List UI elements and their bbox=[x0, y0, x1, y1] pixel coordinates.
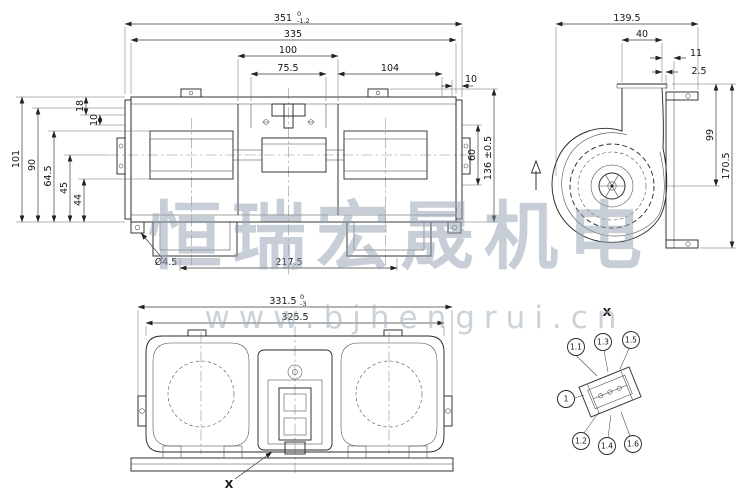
bottom-view-dimension-labels: 331.5 0 -3 325.5 X bbox=[225, 293, 309, 491]
part-balloon-1: 1 bbox=[557, 390, 575, 408]
dim-10-right-label: 10 bbox=[465, 74, 477, 85]
dim-11-label: 11 bbox=[690, 48, 702, 59]
airflow-direction-arrow-icon bbox=[530, 159, 542, 190]
balloon-leader-lines bbox=[574, 348, 631, 438]
bottom-view: 331.5 0 -3 325.5 X bbox=[130, 293, 454, 491]
side-view-scroll-housing bbox=[551, 83, 668, 243]
pin-balloon-1-3-label: 1.3 bbox=[597, 338, 609, 347]
front-view-dimension-lines bbox=[19, 21, 497, 271]
dim-44-label: 44 bbox=[73, 194, 84, 206]
dim-18-label: 18 bbox=[75, 100, 86, 112]
front-view-dimension-labels: 351 0 -1.2 335 100 75.5 104 10 18 10 101… bbox=[11, 10, 494, 268]
bottom-view-dimension-lines bbox=[137, 304, 453, 480]
detail-view-title: X bbox=[603, 306, 612, 319]
dim-2_5-label: 2.5 bbox=[691, 66, 706, 77]
side-view-dimension-labels: 139.5 40 11 2.5 99 170.5 bbox=[613, 13, 732, 180]
dim-99-label: 99 bbox=[705, 129, 716, 141]
dim-101-label: 101 bbox=[11, 150, 22, 168]
dim-170_5-label: 170.5 bbox=[721, 152, 732, 179]
dim-10-left-label: 10 bbox=[89, 114, 100, 126]
dim-351-label: 351 bbox=[274, 13, 292, 24]
dim-351-tol-up: 0 bbox=[297, 10, 301, 18]
watermark: 恒瑞宏晟机电 www.bjhengrui.cn bbox=[148, 194, 652, 336]
dim-90-label: 90 bbox=[27, 159, 38, 171]
front-view-housing-outline bbox=[116, 88, 471, 223]
bottom-view-extension-lines bbox=[137, 310, 453, 396]
dim-139_5-label: 139.5 bbox=[613, 13, 640, 24]
pin-balloon-1-3: 1.3 bbox=[594, 333, 612, 351]
detail-view-x: X 1.1 1.3 1 bbox=[557, 306, 642, 455]
pin-balloon-1-4: 1.4 bbox=[598, 437, 616, 455]
pin-balloon-1-2-label: 1.2 bbox=[575, 437, 587, 446]
side-view-dimension-lines bbox=[555, 21, 735, 249]
dim-217_5-label: 217.5 bbox=[275, 257, 302, 268]
dim-hole-diameter-label: Ø4.5 bbox=[155, 257, 178, 268]
pin-balloon-1-6-label: 1.6 bbox=[627, 440, 639, 449]
dim-60-label: 60 bbox=[467, 149, 478, 161]
connector-detail bbox=[578, 366, 642, 418]
dim-136-label: 136 ±0.5 bbox=[483, 136, 494, 180]
dim-331_5-tol-dn: -3 bbox=[300, 300, 306, 308]
pin-balloon-1-2: 1.2 bbox=[572, 432, 590, 450]
pin-balloon-1-6: 1.6 bbox=[624, 435, 642, 453]
bottom-view-motor-and-connector bbox=[257, 349, 333, 455]
dim-75_5-label: 75.5 bbox=[277, 63, 298, 74]
dim-331_5-label: 331.5 bbox=[269, 296, 296, 307]
detail-x-pointer-label: X bbox=[225, 478, 234, 491]
dim-104-label: 104 bbox=[381, 63, 399, 74]
side-view-mounting-bracket bbox=[665, 91, 699, 249]
dim-331_5-tol-up: 0 bbox=[300, 293, 304, 301]
front-view-fan-wheels bbox=[149, 130, 428, 180]
pin-balloon-1-5: 1.5 bbox=[622, 331, 640, 349]
part-balloon-1-label: 1 bbox=[564, 395, 569, 404]
bottom-view-base-rail bbox=[130, 445, 454, 472]
pin-balloon-1-1: 1.1 bbox=[567, 338, 585, 356]
front-view-centerlines bbox=[108, 88, 478, 276]
pin-balloon-1-4-label: 1.4 bbox=[601, 442, 613, 451]
watermark-url-text: www.bjhengrui.cn bbox=[205, 300, 626, 336]
front-view-outlets-and-feet bbox=[130, 221, 462, 257]
front-view: 351 0 -1.2 335 100 75.5 104 10 18 10 101… bbox=[11, 10, 498, 276]
watermark-chinese-text: 恒瑞宏晟机电 bbox=[148, 194, 652, 280]
side-view: 139.5 40 11 2.5 99 170.5 bbox=[530, 13, 736, 249]
dim-100-label: 100 bbox=[279, 45, 297, 56]
dim-40-label: 40 bbox=[636, 29, 648, 40]
dim-64_5-label: 64.5 bbox=[43, 165, 54, 186]
dim-325_5-label: 325.5 bbox=[281, 312, 308, 323]
dim-335-label: 335 bbox=[284, 29, 302, 40]
dim-351-tol-dn: -1.2 bbox=[297, 17, 310, 25]
side-view-impeller bbox=[569, 143, 655, 229]
pin-balloon-1-5-label: 1.5 bbox=[625, 336, 637, 345]
bottom-view-centerlines bbox=[200, 326, 390, 476]
pin-balloon-1-1-label: 1.1 bbox=[570, 343, 582, 352]
dim-45-label: 45 bbox=[59, 182, 70, 194]
